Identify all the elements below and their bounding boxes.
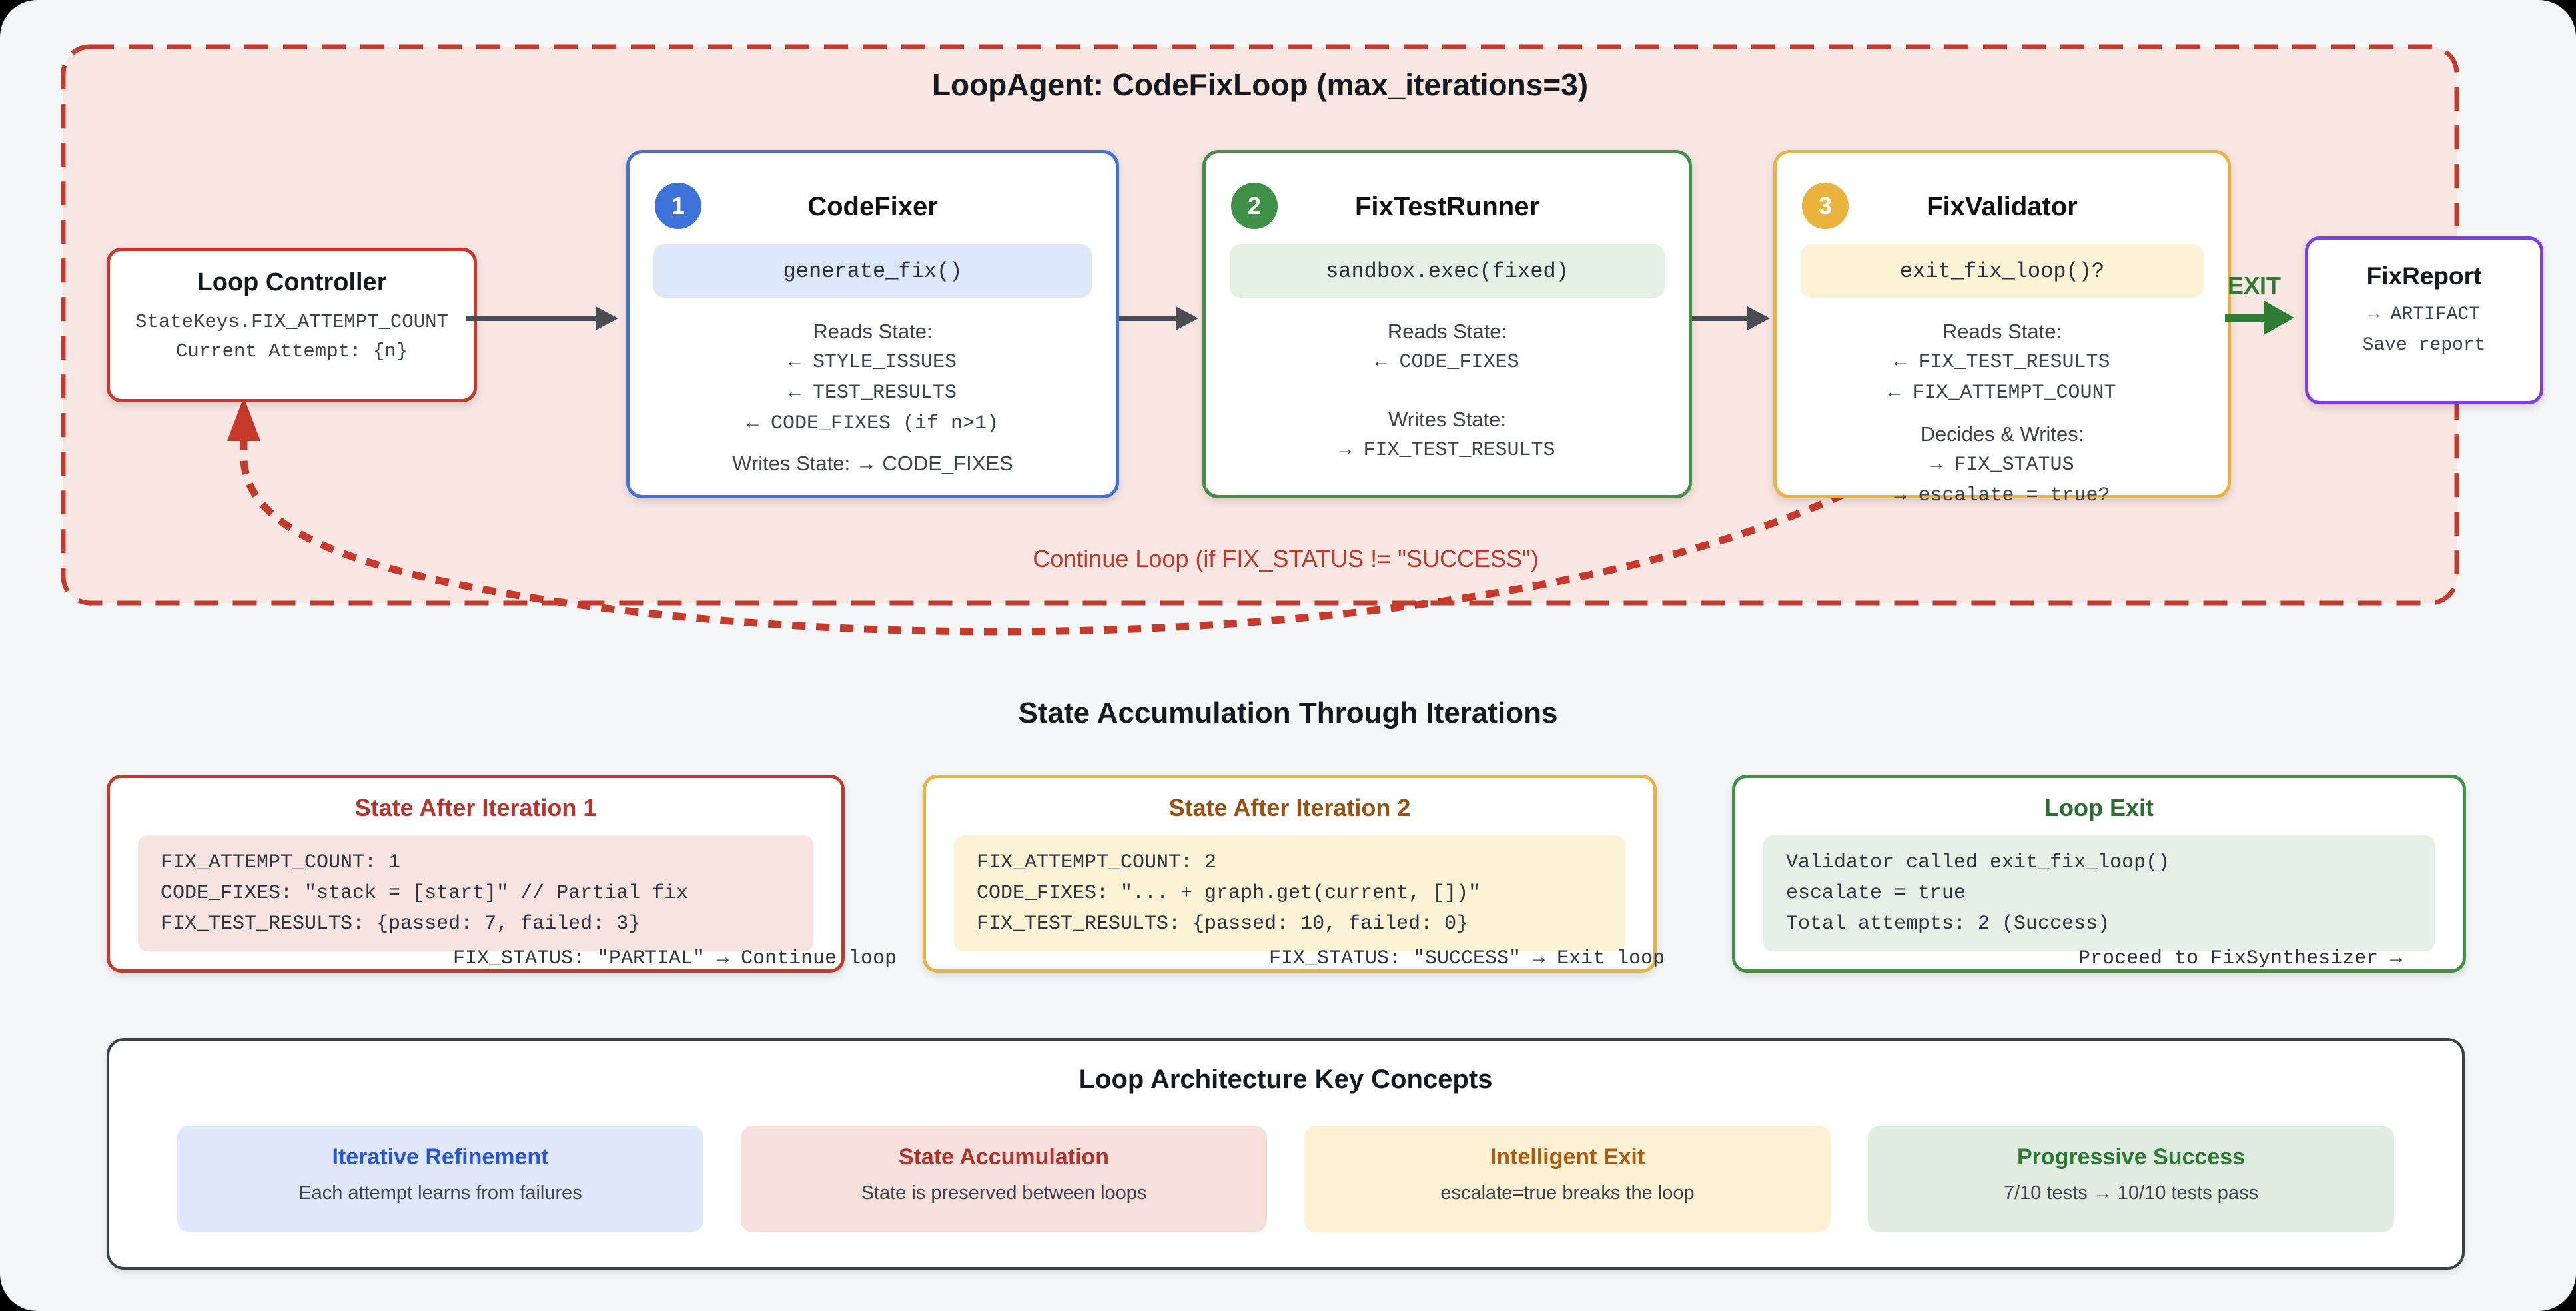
exit-label: EXIT [2228, 272, 2282, 299]
agent-method-pill: generate_fix() [653, 244, 1092, 298]
fixreport-line: Save report [2362, 335, 2486, 356]
continue-loop-label: Continue Loop (if FIX_STATUS != "SUCCESS… [1033, 545, 1539, 572]
concept-card-iterative-refinement: Iterative Refinement Each attempt learns… [177, 1126, 703, 1232]
state-code-block: FIX_ATTEMPT_COUNT: 1 CODE_FIXES: "stack … [138, 835, 813, 951]
fixreport-box: FixReport → ARTIFACT Save report [2305, 236, 2543, 404]
agent-method-pill: exit_fix_loop()? [1801, 244, 2204, 298]
fixreport-line: → ARTIFACT [2367, 304, 2481, 325]
fixreport-title: FixReport [2366, 262, 2482, 290]
agent-title-fixvalidator: FixValidator [1927, 192, 2078, 221]
state-code-block: FIX_ATTEMPT_COUNT: 2 CODE_FIXES: "... + … [954, 835, 1625, 951]
exit-arrow-icon [2225, 300, 2294, 335]
concept-card-intelligent-exit: Intelligent Exit escalate=true breaks th… [1304, 1126, 1831, 1232]
state-code-tail-line: FIX_STATUS: "SUCCESS" → Exit loop [1269, 947, 1665, 970]
step-badge-1: 1 [655, 183, 701, 229]
state-box-iteration-1: State After Iteration 1 FIX_ATTEMPT_COUN… [107, 775, 897, 973]
concept-card-desc: State is preserved between loops [861, 1182, 1147, 1204]
state-key-item: ← STYLE_ISSUES [788, 351, 957, 374]
flow-arrow-controller-to-codefixer [466, 306, 618, 330]
state-box-title: State After Iteration 1 [354, 794, 597, 821]
state-key-item: → FIX_STATUS [1930, 454, 2074, 476]
arrowhead-icon [1747, 306, 1770, 330]
concept-card-title: Iterative Refinement [332, 1144, 549, 1170]
agent-box-fixvalidator: 3 FixValidator exit_fix_loop()? Reads St… [1773, 150, 2231, 507]
loop-return-arrowhead-icon [227, 397, 260, 441]
concept-card-desc: Each attempt learns from failures [298, 1182, 582, 1204]
state-section-title: State Accumulation Through Iterations [1018, 697, 1558, 729]
loop-controller-title: Loop Controller [197, 268, 387, 296]
concept-card-desc: 7/10 tests → 10/10 tests pass [2003, 1182, 2259, 1204]
concept-card-title: Intelligent Exit [1490, 1144, 1645, 1170]
concept-card-progressive-success: Progressive Success 7/10 tests → 10/10 t… [1868, 1126, 2394, 1232]
key-concepts-panel: Loop Architecture Key Concepts Iterative… [107, 1038, 2465, 1270]
state-code-line: FIX_ATTEMPT_COUNT: 1 [161, 851, 401, 874]
state-box-title: State After Iteration 2 [1168, 794, 1411, 821]
state-code-line: FIX_TEST_RESULTS: {passed: 10, failed: 0… [977, 913, 1469, 935]
arrowhead-icon [596, 306, 618, 330]
state-key-item: ← CODE_FIXES (if n>1) [746, 412, 999, 435]
flow-arrow-testrunner-to-validator [1687, 306, 1770, 330]
step-badge-2: 2 [1231, 183, 1278, 229]
state-code-tail-line: Proceed to FixSynthesizer → [2078, 947, 2403, 970]
spacer [1206, 378, 1689, 404]
agent-method-pill: sandbox.exec(fixed) [1230, 244, 1665, 298]
loop-controller-line: Current Attempt: {n} [175, 340, 408, 362]
step-badge-3: 3 [1802, 183, 1849, 229]
state-code-line: Total attempts: 2 (Success) [1786, 913, 2110, 935]
reads-state-label: Reads State: [1942, 320, 2062, 343]
flow-arrow-codefixer-to-testrunner [1114, 306, 1198, 330]
arrowhead-icon [1176, 306, 1198, 330]
writes-state-label: Writes State: [1388, 408, 1506, 431]
reads-state-label: Reads State: [1387, 320, 1507, 343]
key-concepts-title: Loop Architecture Key Concepts [1078, 1065, 1493, 1094]
state-code-block: Validator called exit_fix_loop() escalat… [1763, 835, 2435, 951]
state-box-title: Loop Exit [2044, 794, 2154, 821]
concept-card-state-accumulation: State Accumulation State is preserved be… [741, 1126, 1267, 1232]
state-box-iteration-2: State After Iteration 2 FIX_ATTEMPT_COUN… [923, 775, 1665, 973]
concept-cards-row: Iterative Refinement Each attempt learns… [109, 1126, 2462, 1232]
agent-title-codefixer: CodeFixer [807, 192, 938, 221]
state-code-tail-line: FIX_STATUS: "PARTIAL" → Continue loop [453, 947, 897, 970]
state-key-item: ← TEST_RESULTS [788, 382, 957, 404]
agent-title-fixtestrunner: FixTestRunner [1354, 192, 1540, 221]
agent-box-codefixer: 1 CodeFixer generate_fix() Reads State: … [626, 150, 1119, 498]
loop-title: LoopAgent: CodeFixLoop (max_iterations=3… [931, 67, 1589, 102]
state-box-loop-exit: Loop Exit Validator called exit_fix_loop… [1732, 775, 2466, 973]
loop-controller-box: Loop Controller StateKeys.FIX_ATTEMPT_CO… [107, 248, 477, 402]
state-code-line: FIX_TEST_RESULTS: {passed: 7, failed: 3} [161, 913, 641, 935]
reads-state-label: Reads State: [813, 320, 933, 343]
state-key-item: → FIX_TEST_RESULTS [1339, 439, 1555, 462]
writes-state-label: Writes State: → CODE_FIXES [732, 452, 1013, 475]
state-code-line: CODE_FIXES: "... + graph.get(current, []… [977, 882, 1481, 905]
loop-controller-line: StateKeys.FIX_ATTEMPT_COUNT [135, 311, 448, 333]
concept-card-title: State Accumulation [898, 1144, 1110, 1170]
state-code-line: Validator called exit_fix_loop() [1786, 851, 2170, 874]
concept-card-title: Progressive Success [2016, 1144, 2246, 1170]
exit-arrowhead-icon [2264, 300, 2294, 335]
state-code-line: FIX_ATTEMPT_COUNT: 2 [977, 851, 1217, 874]
state-key-item: ← FIX_TEST_RESULTS [1894, 351, 2110, 374]
state-key-item-overflow: → escalate = true? [1894, 484, 2110, 507]
state-key-item: ← FIX_ATTEMPT_COUNT [1888, 382, 2116, 404]
state-code-line: CODE_FIXES: "stack = [start]" // Partial… [161, 882, 689, 905]
state-key-item: ← CODE_FIXES [1375, 351, 1519, 374]
agent-box-fixtestrunner: 2 FixTestRunner sandbox.exec(fixed) Read… [1202, 150, 1692, 498]
state-code-line: escalate = true [1786, 882, 1966, 905]
concept-card-desc: escalate=true breaks the loop [1440, 1182, 1695, 1204]
decides-writes-label: Decides & Writes: [1920, 422, 2084, 446]
